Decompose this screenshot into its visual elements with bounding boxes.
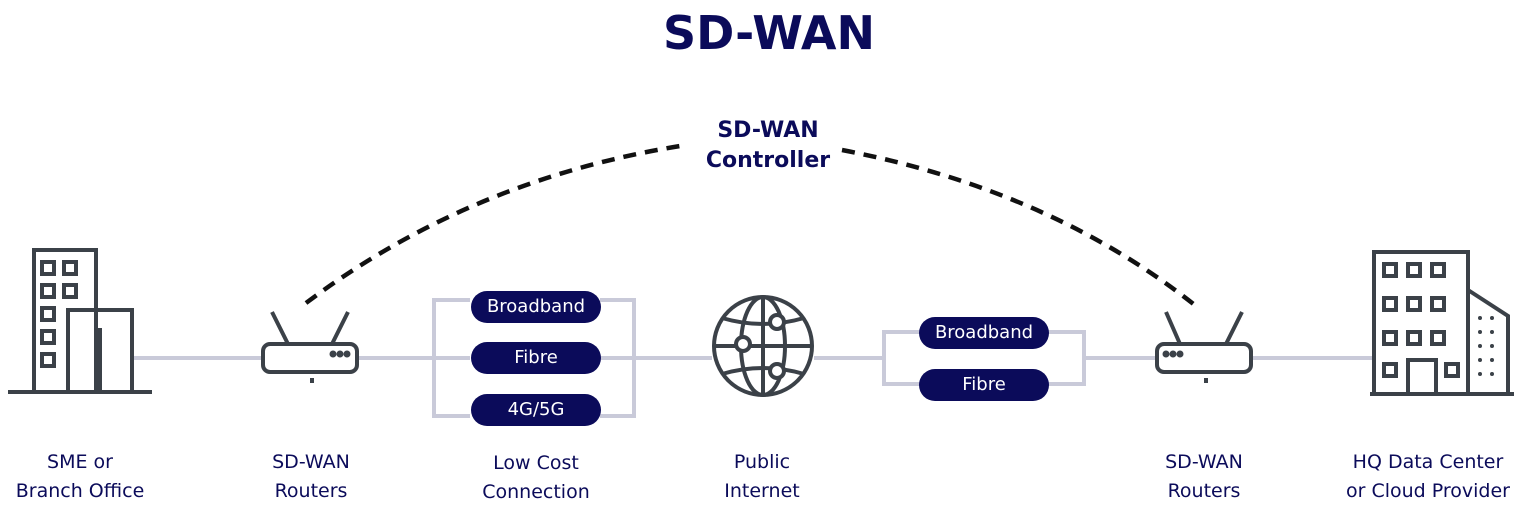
connection-pill-fibre: Fibre <box>471 342 601 374</box>
right-connection-bracket <box>882 330 1086 386</box>
label-line: Branch Office <box>15 480 145 502</box>
page-title: SD-WAN <box>663 6 875 60</box>
connection-pill-fibre-right: Fibre <box>919 369 1049 401</box>
connection-pill-4g5g: 4G/5G <box>471 394 601 426</box>
globe-nodes <box>734 313 786 380</box>
label-line: Internet <box>724 480 800 502</box>
connection-pill-broadband: Broadband <box>471 291 601 323</box>
label-line: Low Cost <box>493 452 579 474</box>
left-connection-bracket <box>432 298 636 418</box>
router-icon <box>1155 311 1253 383</box>
label-left-routers: SD-WAN Routers <box>201 448 421 506</box>
controller-label-line1: SD-WAN <box>717 118 819 143</box>
building-icon <box>8 248 152 394</box>
controller-label-line2: Controller <box>705 148 831 173</box>
controller-dashed-arcs <box>304 143 1198 308</box>
office-building-icon <box>1370 250 1514 396</box>
label-line: Routers <box>274 480 348 502</box>
label-right-routers: SD-WAN Routers <box>1094 448 1314 506</box>
label-line: or Cloud Provider <box>1345 480 1510 502</box>
router-icon <box>261 311 359 383</box>
label-low-cost-connection: Low Cost Connection <box>426 449 646 507</box>
label-public-internet: Public Internet <box>652 448 872 506</box>
label-line: SD-WAN <box>1165 451 1243 473</box>
label-hq-data-center: HQ Data Center or Cloud Provider <box>1318 448 1538 506</box>
label-line: SD-WAN <box>272 451 350 473</box>
office-building-windows <box>1478 316 1494 376</box>
globe-icon <box>712 295 814 397</box>
connection-pill-broadband-right: Broadband <box>919 317 1049 349</box>
label-line: SME or <box>47 451 113 473</box>
label-line: Routers <box>1167 480 1241 502</box>
label-branch-office: SME or Branch Office <box>0 448 190 506</box>
label-line: Connection <box>482 481 590 503</box>
controller-label: SD-WAN Controller <box>668 116 868 176</box>
label-line: HQ Data Center <box>1352 451 1504 473</box>
label-line: Public <box>733 451 791 473</box>
